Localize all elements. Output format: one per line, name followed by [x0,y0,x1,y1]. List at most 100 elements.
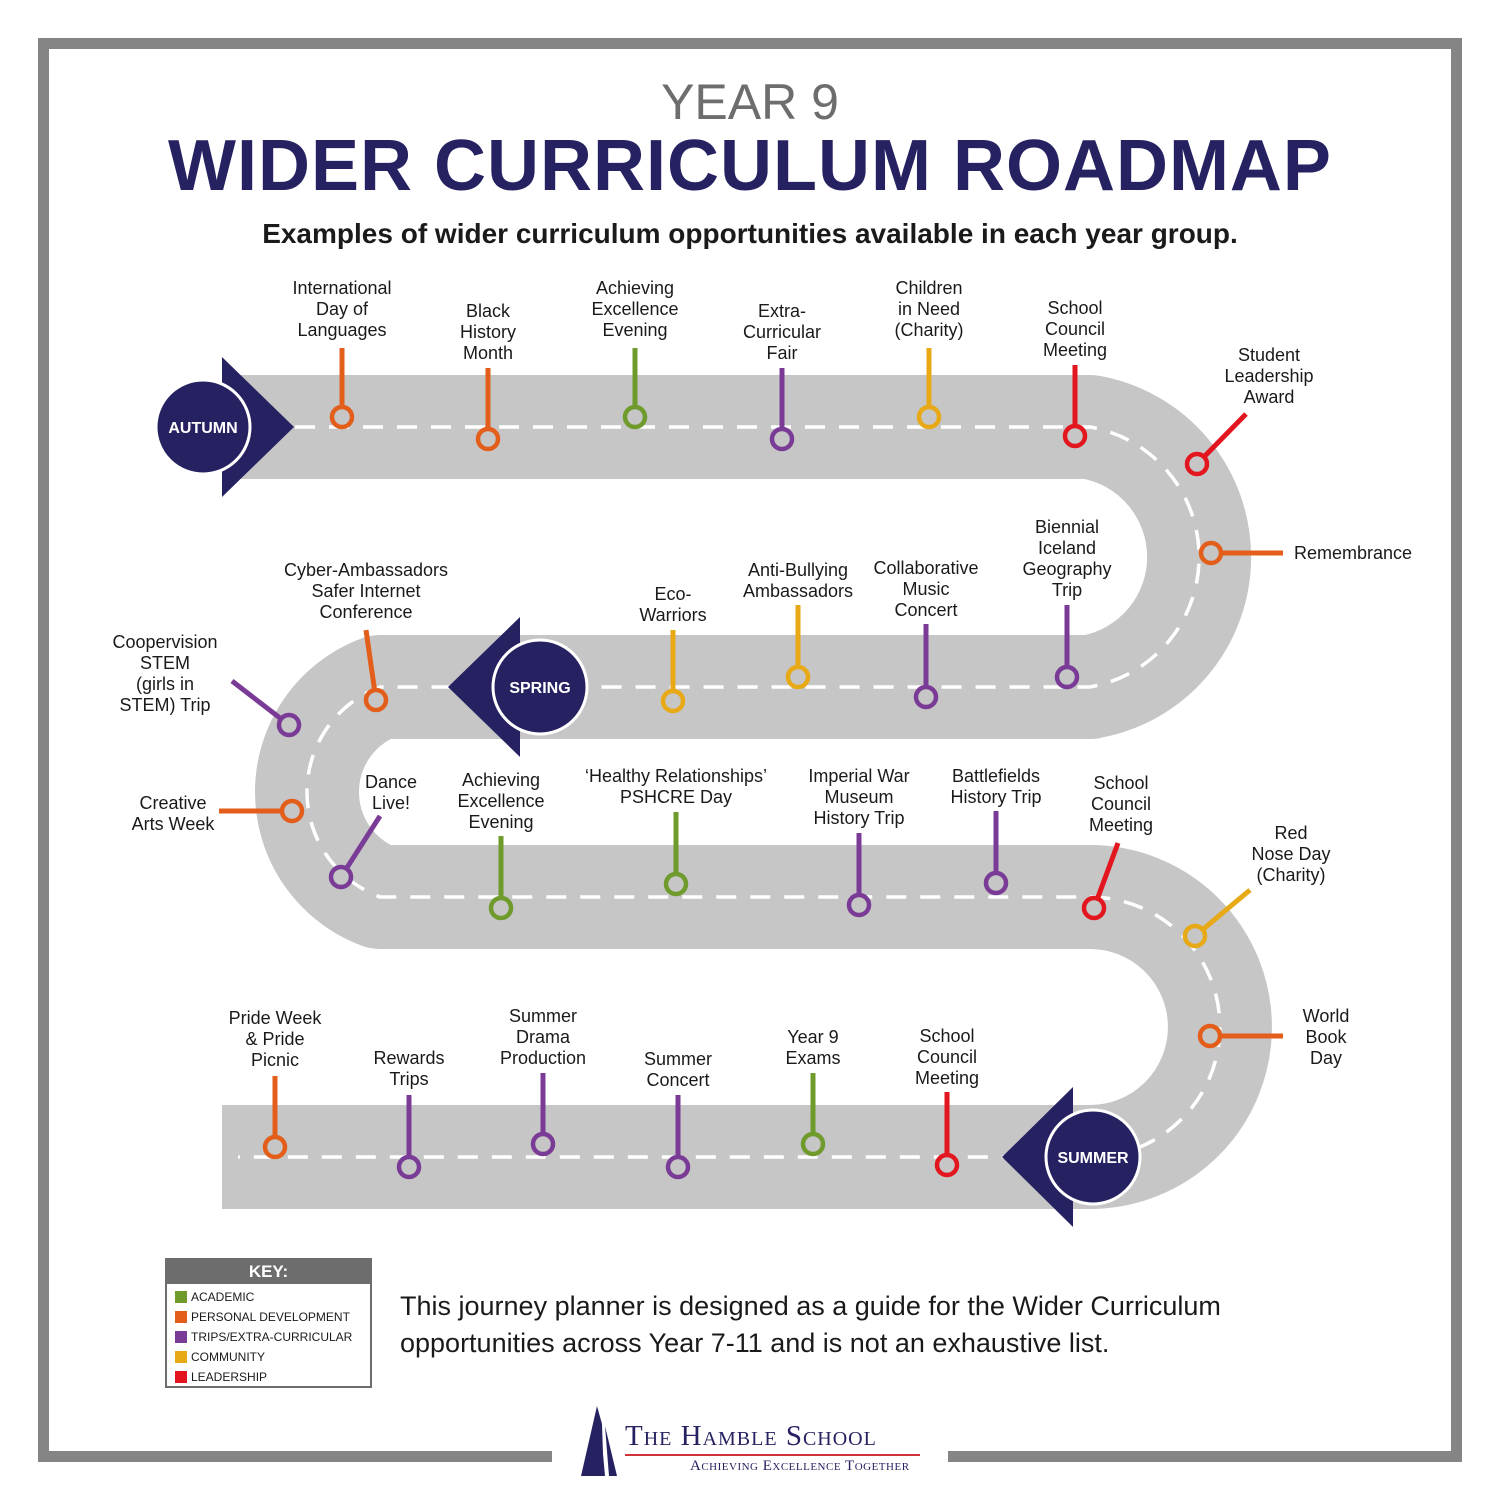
event-pin [665,1095,691,1180]
page-subtitle: Examples of wider curriculum opportuniti… [262,218,1238,249]
legend-item: COMMUNITY [167,1347,370,1367]
season-marker-spring: SPRING [448,617,589,757]
pin-ring [1197,1023,1223,1049]
pin-ring [916,404,942,430]
pin-ring [396,1154,422,1180]
event-label: Cyber-Ambassadors Safer Internet Confere… [283,560,449,622]
season-badge [491,638,589,736]
event-label: Imperial War Museum History Trip [808,766,910,828]
event-pin [1062,365,1088,449]
legend-label: LEADERSHIP [191,1370,268,1384]
pin-ring [769,426,795,452]
event-pin [983,811,1009,896]
event-label: Children in Need (Charity) [894,278,964,340]
road [222,375,1272,1209]
event-pin [396,1095,422,1180]
legend-swatch [175,1311,187,1323]
event-label: Student Leadership Award [1224,345,1314,407]
pin-ring [663,871,689,897]
event-label: Remembrance [1294,543,1413,563]
legend-swatch [175,1331,187,1343]
pin-ring [1081,895,1107,921]
event-label: Dance Live! [364,772,418,813]
event-label: Achieving Excellence Evening [591,278,679,340]
event-label: Rewards Trips [373,1048,445,1089]
event-pin [1081,842,1121,921]
event-pin [363,629,389,713]
pin-ring [846,892,872,918]
event-pin [800,1073,826,1157]
year-heading: YEAR 9 [661,74,839,130]
season-label: SUMMER [1057,1150,1129,1167]
event-pin [1182,888,1252,949]
frame-bottom-right [948,1451,1462,1462]
pin-ring [934,1152,960,1178]
event-pin [934,1092,960,1178]
sail-icon [581,1406,617,1476]
pin-ring [262,1134,288,1160]
pin-ring [363,687,389,713]
pin-ring [1182,923,1208,949]
event-label: World Book Day [1302,1006,1350,1068]
pin-ring [622,404,648,430]
event-label: ‘Healthy Relationships’ PSHCRE Day [584,766,768,807]
legend-swatch [175,1371,187,1383]
event-pin [1197,1023,1283,1049]
pin-ring [488,895,514,921]
legend-item: TRIPS/EXTRA-CURRICULAR [167,1327,370,1347]
pin-ring [913,684,939,710]
event-label: Biennial Iceland Geography Trip [1022,517,1112,600]
event-label: Eco- Warriors [639,584,707,625]
season-markers: AUTUMN SPRING SUMMER [154,357,1142,1227]
event-pin [475,368,501,452]
event-label: Summer Drama Production [499,1006,587,1068]
event-label: Battlefields History Trip [950,766,1042,807]
legend-swatch [175,1351,187,1363]
arrow-left-icon [1002,1087,1073,1227]
page-title: WIDER CURRICULUM ROADMAP [168,126,1332,206]
pin-ring [328,864,354,890]
event-pin [846,833,872,918]
event-label: Black History Month [459,301,517,363]
pin-stick [1095,842,1121,900]
legend-label: TRIPS/EXTRA-CURRICULAR [191,1330,353,1344]
event-label: Year 9 Exams [785,1027,841,1068]
pin-ring [1062,423,1088,449]
pin-ring [660,688,686,714]
event-pin [785,605,811,690]
event-pin [660,630,686,714]
pin-ring [475,426,501,452]
event-label: Creative Arts Week [131,793,215,834]
season-badge [154,378,252,476]
event-pin [1054,605,1080,690]
pin-ring [983,870,1009,896]
legend-item: ACADEMIC [167,1287,370,1307]
event-label: International Day of Languages [292,278,392,340]
season-marker-summer: SUMMER [1002,1087,1142,1227]
event-label: Pride Week & Pride Picnic [228,1008,322,1070]
pin-ring [276,712,302,738]
page-frame [38,38,1462,1462]
school-tagline: Achieving Excellence Together [690,1458,910,1474]
event-label: Anti-Bullying Ambassadors [742,560,854,601]
legend-item: PERSONAL DEVELOPMENT [167,1307,370,1327]
event-pin [328,814,383,890]
event-pin [622,348,648,430]
school-name: The Hamble School [625,1420,877,1452]
school-logo: The Hamble School Achieving Excellence T… [575,1404,935,1484]
pin-stick [363,629,378,691]
pin-stick [1202,412,1248,459]
event-pin [913,624,939,710]
event-pin [663,812,689,897]
logo-divider [625,1454,920,1456]
legend-item: LEADERSHIP [167,1367,370,1387]
event-pin [219,798,305,824]
event-label: School Council Meeting [1088,773,1154,835]
pin-ring [1184,451,1210,477]
season-label: AUTUMN [168,420,237,437]
pin-ring [1054,664,1080,690]
arrow-right-icon [222,357,294,497]
pin-ring [279,798,305,824]
legend-label: COMMUNITY [191,1350,265,1364]
